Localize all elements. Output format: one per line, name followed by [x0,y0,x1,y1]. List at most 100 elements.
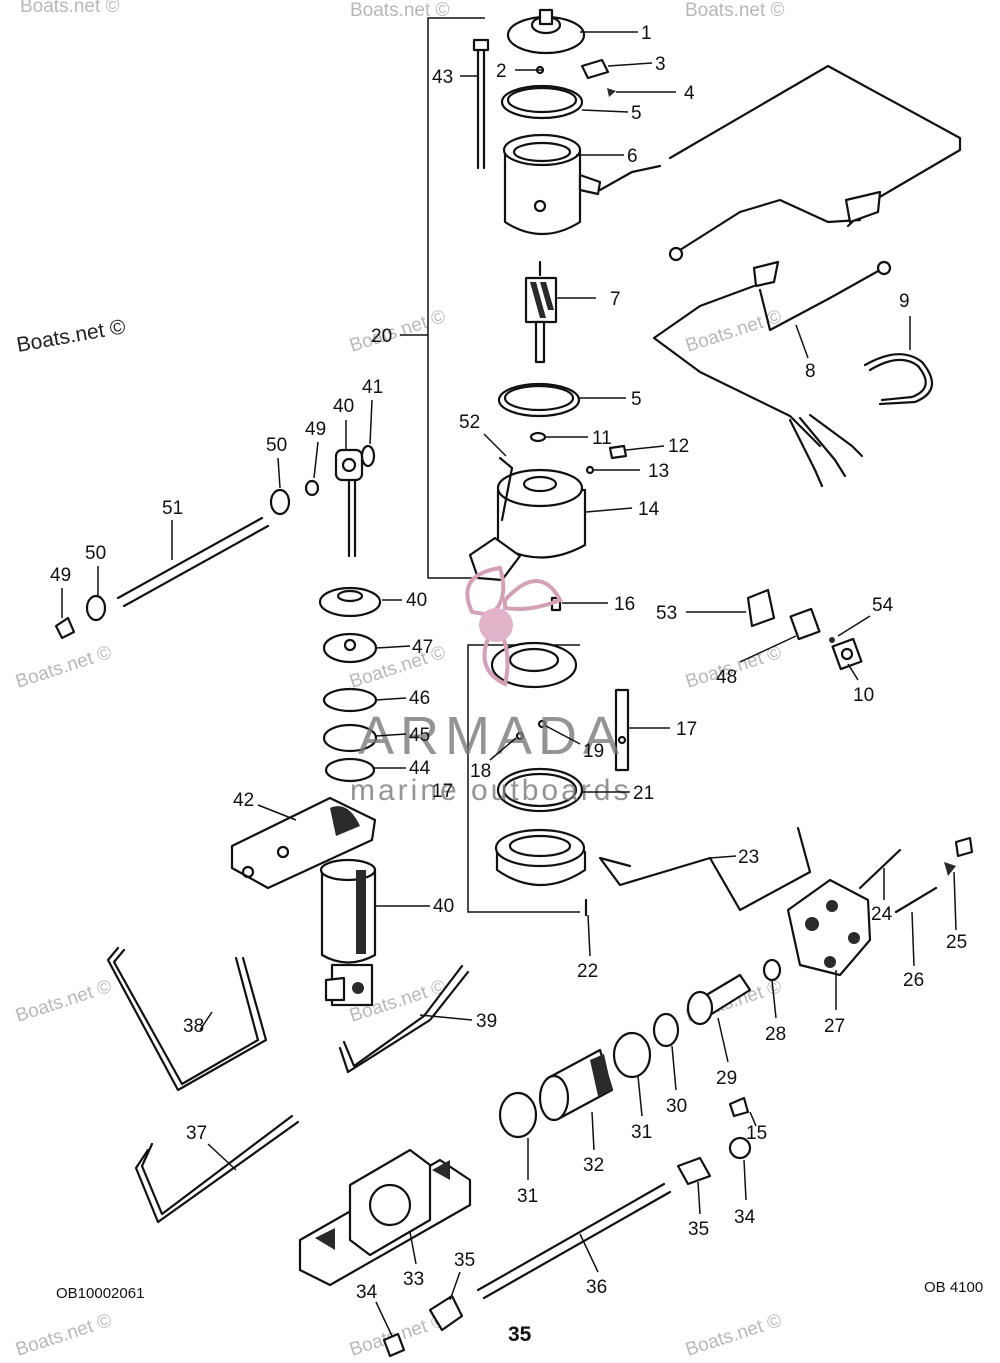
ring-part [497,382,581,418]
diagram-code-right: OB 4100 [924,1279,983,1296]
through-bolt-part [472,38,490,170]
callout-label: 35 [454,1250,475,1271]
frame-part [502,133,602,236]
bushing-part [676,1156,712,1186]
pump-body-part [786,836,974,977]
brush-spring-part [580,58,610,80]
callout-label: 30 [666,1096,687,1117]
seal-part [652,1012,680,1048]
callout-label: 2 [496,61,507,82]
callout-label: 23 [738,847,759,868]
armada-tagline: marine outboards [350,774,631,807]
callout-label: 22 [577,961,598,982]
callout-label: 15 [746,1123,767,1144]
motor-end-plate [490,641,630,772]
washer-part [529,431,547,443]
callout-label: 34 [734,1207,756,1228]
watermark-boats-net: Boats.net © [20,0,120,17]
callout-label: 50 [85,543,106,564]
callout-label: 52 [459,412,480,433]
callout-label: 31 [631,1122,652,1143]
bushing-part [608,444,628,460]
callout-label: 40 [406,590,427,611]
pivot-rod-part [54,516,270,640]
callout-label: 36 [586,1277,607,1298]
callout-label: 21 [633,783,654,804]
callout-label: 25 [946,932,967,953]
wiring-harness [598,64,962,488]
callout-label: 46 [409,688,430,709]
bushing-part [428,1294,464,1332]
callout-label: 45 [409,725,430,746]
callout-label: 50 [266,435,287,456]
callout-label: 40 [333,396,354,417]
trim-cylinder-part [319,858,377,1007]
o-ring-part [612,1031,652,1079]
callout-label: 34 [356,1282,378,1303]
diagram-codes: OB10002061 OB 4100 35 [56,1279,983,1346]
ring-part [500,84,584,120]
armada-wordmark: ARMADA [358,706,625,766]
watermark-boats-net: Boats.net © [683,306,784,357]
o-ring-part [496,767,584,813]
callout-label: 31 [517,1186,538,1207]
callout-label: 12 [668,436,689,457]
watermark-boats-net: Boats.net © [685,0,785,21]
callout-label: 5 [631,389,642,410]
callout-label: 13 [648,461,669,482]
nut-part [382,1332,406,1358]
pump-rotor-part [538,1048,614,1122]
pump-shaft-part [686,973,752,1026]
callout-label: 20 [371,326,392,347]
callout-label: 43 [432,67,453,88]
housing-part [468,456,587,582]
watermark-boats-net: Boats.net © [15,315,128,357]
watermark-boats-net: Boats.net © [13,1310,114,1361]
callout-label: 4 [684,83,695,104]
callout-label: 38 [183,1016,204,1037]
screw-part [607,88,616,97]
armada-logo: ARMADA marine outboards [350,565,631,807]
callout-labels: 1 2 3 4 5 6 43 7 8 9 20 5 52 11 12 13 14… [50,23,967,1303]
callout-label: 39 [476,1011,497,1032]
parts-drawing [54,8,974,1358]
pivot-shaft-part [476,1182,672,1300]
callout-label: 29 [716,1068,737,1089]
callout-label: 48 [716,667,737,688]
callout-label: 16 [614,594,635,615]
callout-label: 32 [583,1155,604,1176]
callout-label: 17 [432,781,453,802]
callout-label: 42 [233,790,254,811]
callout-label: 26 [903,970,924,991]
callout-label: 9 [899,291,910,312]
callout-label: 49 [50,565,71,586]
callout-label: 53 [656,603,677,624]
mount-bracket-part [298,1148,472,1287]
switch-assembly [746,588,863,671]
callout-label: 49 [305,419,326,440]
callout-label: 37 [186,1123,207,1144]
callout-label: 40 [433,896,454,917]
o-ring-part [585,465,595,475]
watermark-boats-net: Boats.net © [347,306,448,357]
callout-label: 14 [638,499,660,520]
callout-label: 35 [688,1219,709,1240]
watermark-boats-net: Boats.net © [13,976,114,1027]
valve-rod-part [269,444,376,558]
watermark-boats-net: Boats.net © [683,1310,784,1361]
trim-cap-stack [318,586,382,783]
callout-label: 10 [853,685,874,706]
callout-label: 24 [871,904,893,925]
callout-label: 6 [627,146,638,167]
callout-label: 19 [583,741,604,762]
page-number: 35 [508,1323,532,1346]
diagram-code-left: OB10002061 [56,1285,144,1302]
armature-part [524,260,558,364]
callout-label: 1 [641,23,652,44]
end-cap-part [506,8,586,55]
end-housing-part [494,828,588,917]
nut-part [728,1136,752,1160]
callout-label: 33 [403,1269,424,1290]
callout-label: 5 [631,103,642,124]
callout-label: 41 [362,377,383,398]
